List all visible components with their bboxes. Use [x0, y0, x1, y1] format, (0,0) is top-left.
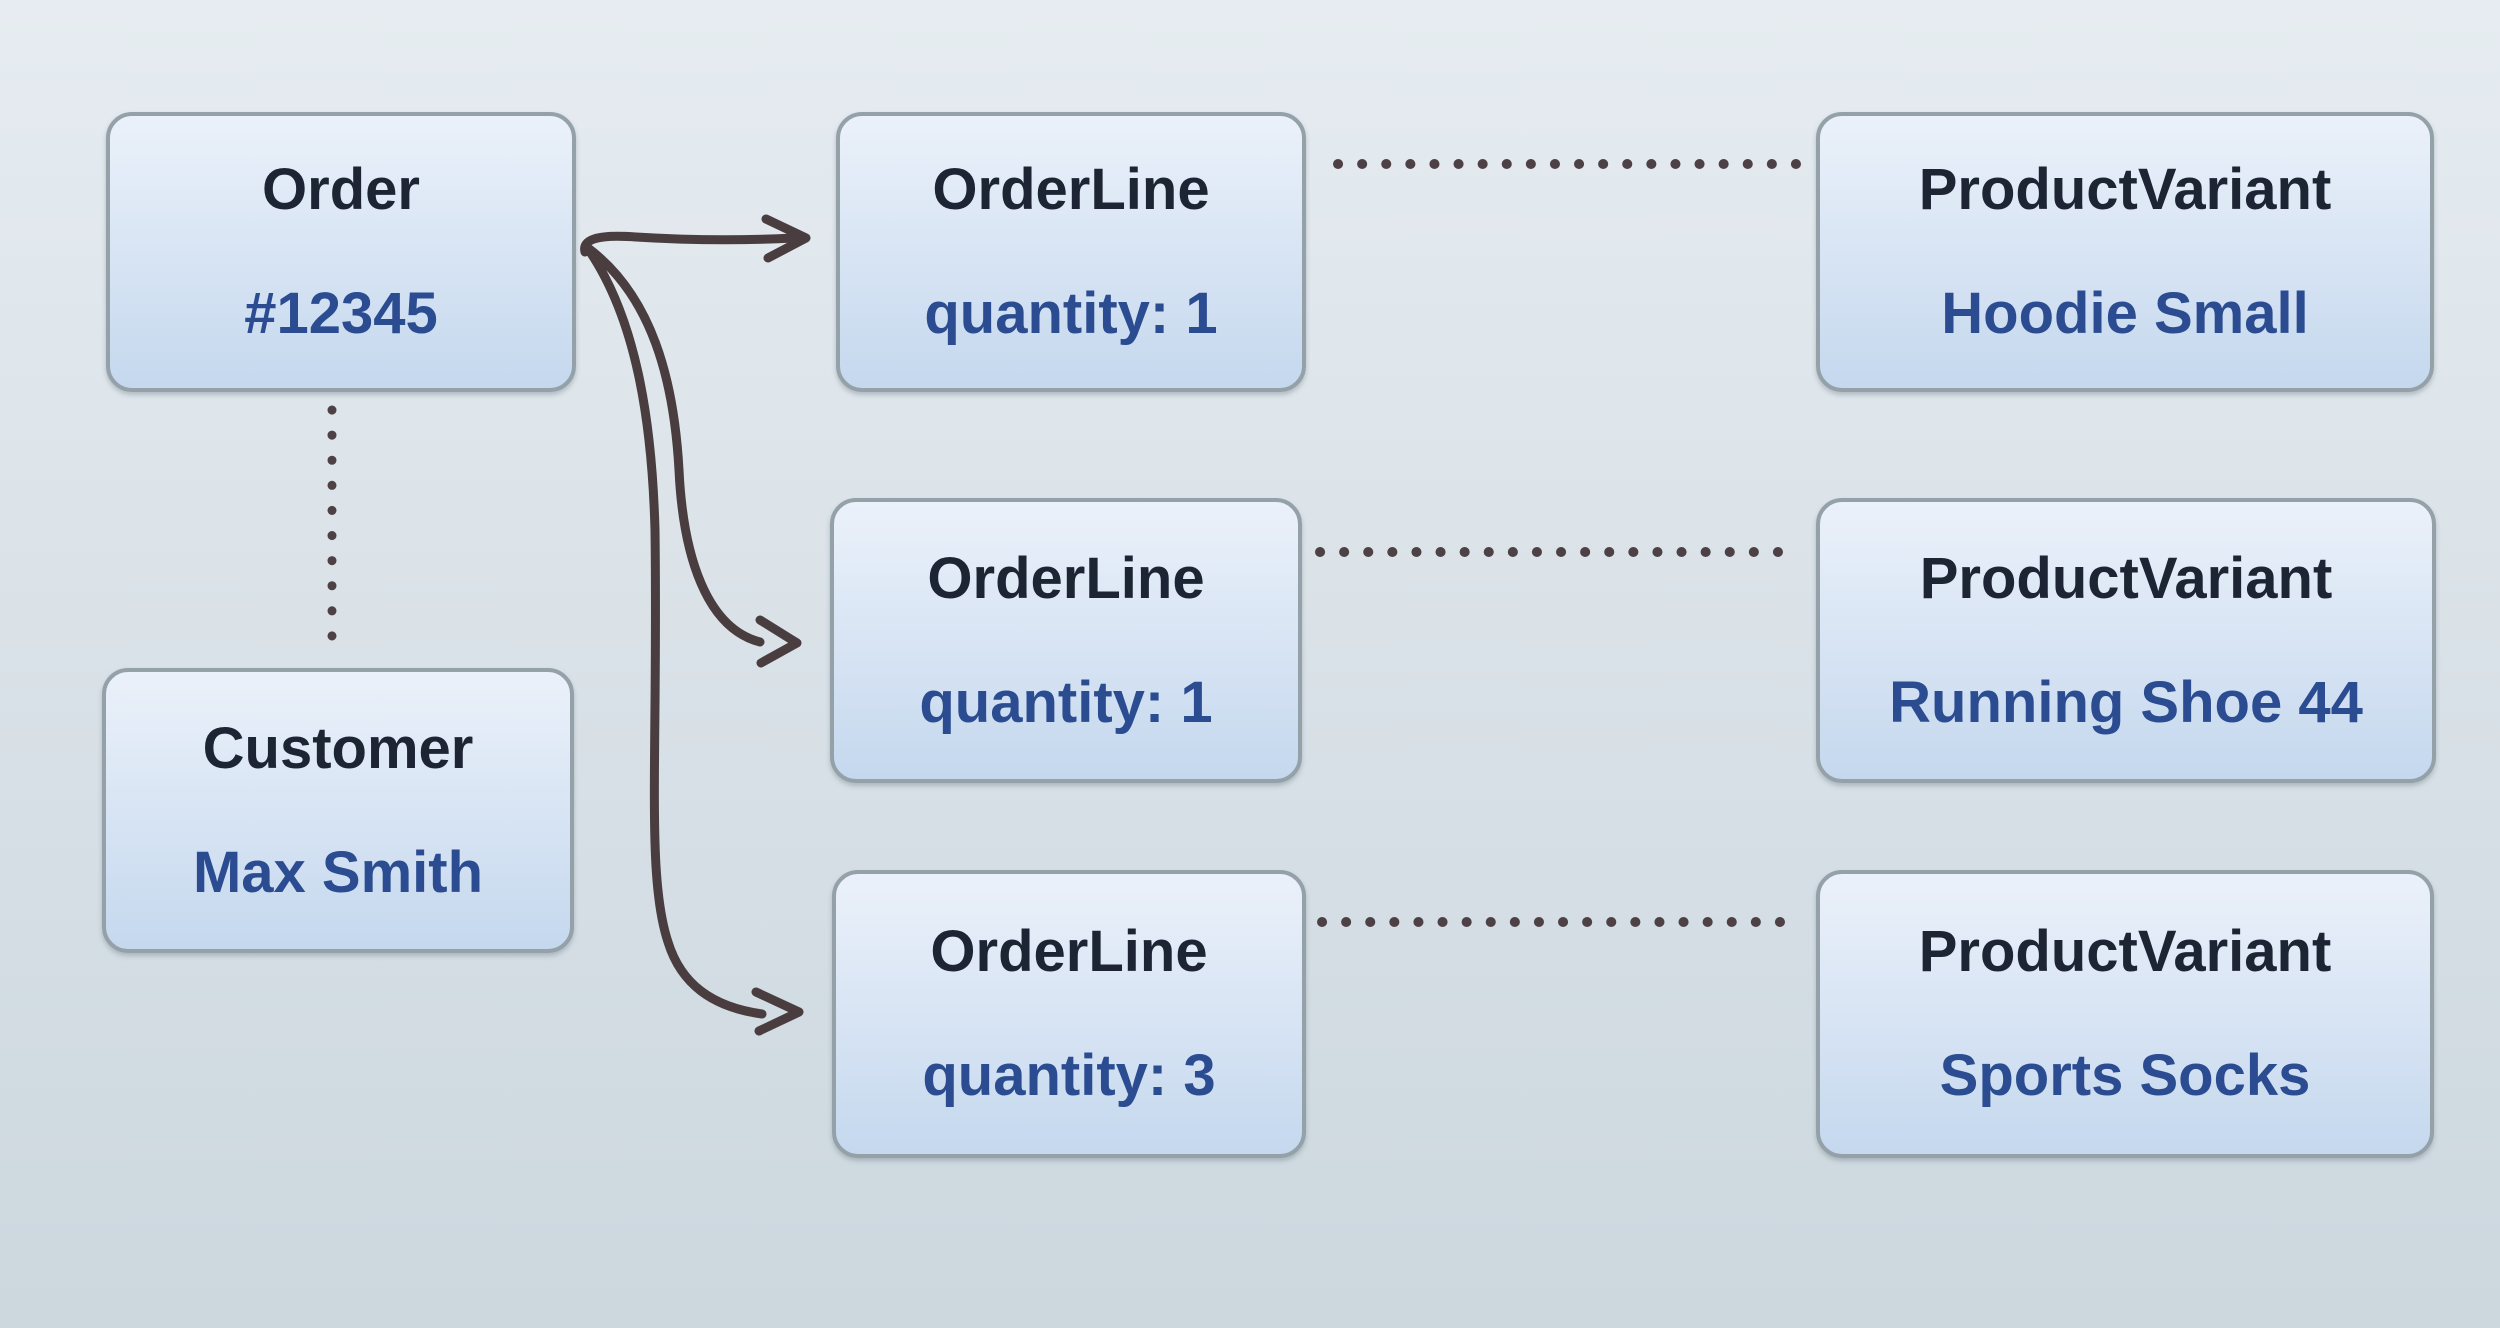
order-to-orderline-3-arrowhead — [751, 987, 804, 1036]
order-to-orderline-1-arrow — [580, 231, 799, 257]
orderline-node-1: OrderLine quantity: 1 — [836, 112, 1306, 392]
order-node: Order #12345 — [106, 112, 576, 392]
orderline-node-2-value: quantity: 1 — [919, 669, 1213, 735]
productvariant-node-3: ProductVariant Sports Socks — [1816, 870, 2434, 1158]
orderline-node-3: OrderLine quantity: 3 — [832, 870, 1306, 1158]
order-to-orderline-1-arrowhead — [761, 214, 811, 263]
productvariant-node-2-value: Running Shoe 44 — [1889, 669, 2363, 735]
customer-node: Customer Max Smith — [102, 668, 574, 953]
customer-node-value: Max Smith — [192, 839, 484, 905]
order-node-value: #12345 — [244, 281, 438, 346]
productvariant-node-3-value: Sports Socks — [1939, 1043, 2311, 1108]
orderline-node-3-value: quantity: 3 — [922, 1043, 1216, 1108]
order-node-title: Order — [262, 157, 420, 222]
customer-node-title: Customer — [202, 715, 474, 781]
order-to-orderline-2-arrowhead — [755, 615, 802, 668]
orderline-node-2: OrderLine quantity: 1 — [830, 498, 1302, 783]
productvariant-node-1-title: ProductVariant — [1918, 157, 2332, 222]
order-to-orderline-2-arrow — [583, 243, 765, 647]
productvariant-node-2-title: ProductVariant — [1919, 545, 2333, 611]
productvariant-node-2: ProductVariant Running Shoe 44 — [1816, 498, 2436, 783]
productvariant-node-1: ProductVariant Hoodie Small — [1816, 112, 2434, 392]
orderline-node-1-value: quantity: 1 — [924, 281, 1218, 346]
orderline-node-2-title: OrderLine — [927, 545, 1205, 611]
orderline-node-1-title: OrderLine — [932, 157, 1210, 222]
productvariant-node-1-value: Hoodie Small — [1941, 281, 2309, 346]
order-to-orderline-3-arrow — [581, 241, 767, 1019]
orderline-node-3-title: OrderLine — [930, 919, 1208, 984]
productvariant-node-3-title: ProductVariant — [1918, 919, 2332, 984]
